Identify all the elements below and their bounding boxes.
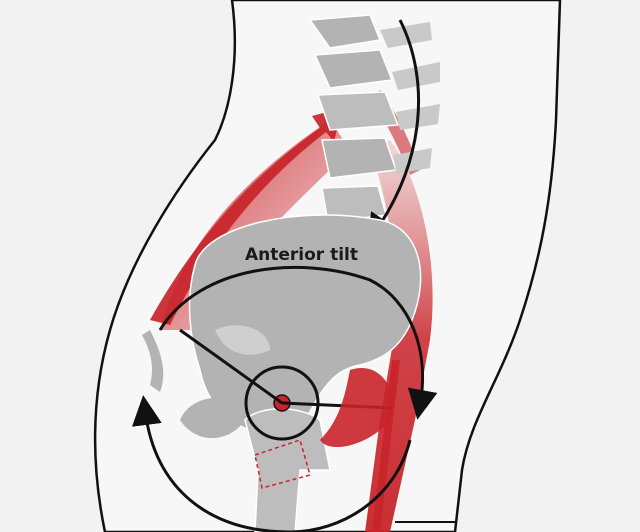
joint-muscle — [320, 368, 393, 448]
rotation-arc — [158, 265, 438, 420]
anterior-tilt-label: Anterior tilt — [245, 245, 358, 265]
spine-curve-arrow — [366, 19, 420, 245]
hip-flexor-strand — [372, 360, 400, 532]
pelvis-icon — [142, 214, 422, 439]
hip-joint-icon — [179, 328, 393, 441]
femur-icon — [244, 408, 331, 532]
